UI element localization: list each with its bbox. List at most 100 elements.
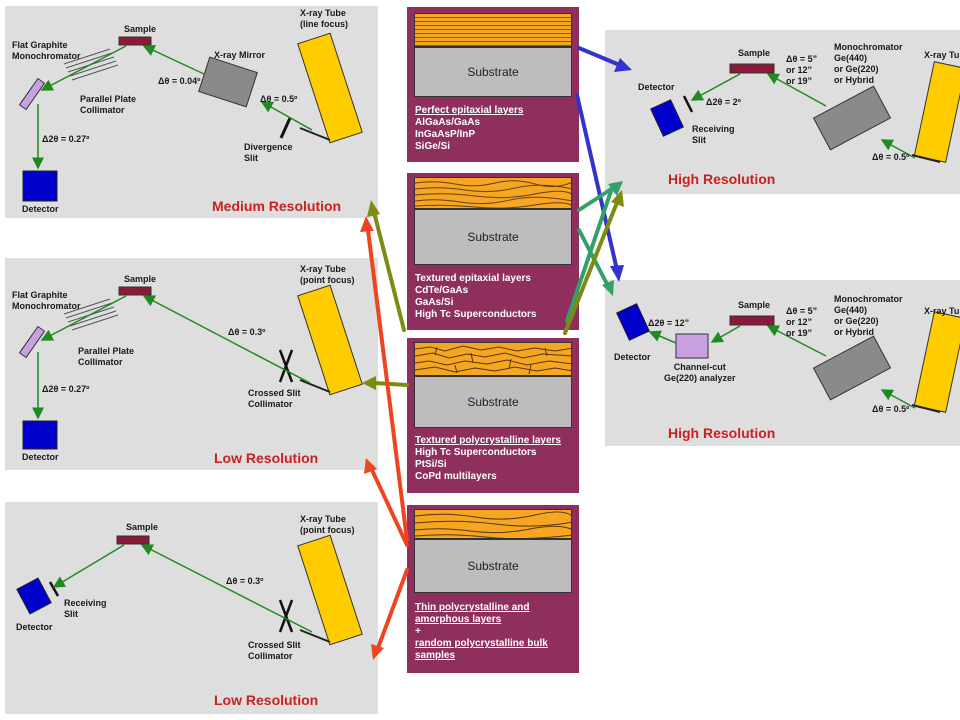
olive-arrowhead <box>362 376 376 390</box>
material-item: High Tc Superconductors <box>415 447 537 458</box>
high2-setup <box>616 303 960 413</box>
beam <box>32 295 311 420</box>
medium-resolution-title: Medium Resolution <box>212 198 342 214</box>
low2-detector-label: Detector <box>16 622 53 632</box>
low1-tube-label: X-ray Tube (point focus) <box>300 264 355 285</box>
olive-arrow-to-medium <box>372 210 406 332</box>
beam <box>648 325 916 409</box>
olive-arrowhead <box>611 190 624 207</box>
amorphous-layer-lines <box>415 511 571 538</box>
epitaxial-layer-stripes <box>414 13 572 47</box>
divergence-slit <box>279 117 292 139</box>
low2-tube-label: X-ray Tube (point focus) <box>300 514 355 535</box>
medium-setup <box>18 32 363 202</box>
low2-dtheta-label: Δθ = 0.3º <box>226 576 264 586</box>
material-item: + <box>415 626 421 637</box>
olive-arrowhead <box>367 200 380 217</box>
material-item: random polycrystalline bulk <box>415 638 548 649</box>
detector <box>650 99 684 137</box>
medium-dtheta-label: Δθ = 0.04º <box>158 76 201 86</box>
red-arrow-to-low2 <box>376 568 409 650</box>
low1-resolution-title: Low Resolution <box>214 450 319 466</box>
red-arrowhead <box>360 216 374 232</box>
tube-window <box>299 629 331 643</box>
medium-slit-label: Divergence Slit <box>244 142 293 163</box>
material-box-perfect: Substrate Perfect epitaxial layers AlGaA… <box>407 7 579 162</box>
xray-tube <box>297 32 363 144</box>
high2-resolution-title: High Resolution <box>668 425 776 441</box>
substrate-label: Substrate <box>467 230 519 244</box>
medium-mono-label: Flat Graphite Monochromator <box>12 40 81 61</box>
xray-tube <box>913 311 960 413</box>
high2-dtheta2-label: Δθ = 0.5º <box>872 404 910 414</box>
material-title: Perfect epitaxial layers <box>415 105 524 116</box>
low2-sample-label: Sample <box>126 522 159 532</box>
medium-sample-label: Sample <box>124 24 157 34</box>
material-item: AlGaAs/GaAs <box>415 117 481 128</box>
low2-recv-label: Receiving Slit <box>64 598 107 619</box>
high2-analyzer-label: Channel-cut Ge(220) analyzer <box>664 362 736 383</box>
blue-arrowhead <box>610 265 624 282</box>
medium-tube-label: X-ray Tube (line focus) <box>300 8 349 29</box>
tube-window <box>911 154 941 163</box>
material-box-textured-polycrystalline: Substrate Textured polycrystalline layer… <box>407 338 579 493</box>
high1-setup <box>650 61 960 163</box>
crossed-slit-collimator <box>278 349 294 383</box>
high1-dtheta2-label: Δθ = 0.5º <box>872 152 910 162</box>
material-item: CoPd multilayers <box>415 471 497 482</box>
teal-arrowhead <box>602 280 614 296</box>
detector <box>22 420 58 450</box>
grain-layer-lines <box>415 345 571 375</box>
material-item: SiGe/Si <box>415 141 451 152</box>
medium-detector-label: Detector <box>22 204 59 214</box>
receiving-slit <box>682 95 694 113</box>
low1-setup <box>18 284 363 450</box>
high1-detector-label: Detector <box>638 82 675 92</box>
substrate-label: Substrate <box>467 559 519 573</box>
high1-recv-label: Receiving Slit <box>692 124 735 145</box>
teal-line-from-high1 <box>565 183 615 323</box>
high1-mono-label: Monochromator Ge(440) or Ge(220) or Hybr… <box>834 42 903 85</box>
detector <box>616 303 650 341</box>
low-resolution-panel-2 <box>5 502 378 714</box>
detector <box>16 577 52 615</box>
sample <box>118 36 152 46</box>
low2-slit-label: Crossed Slit Collimator <box>248 640 301 661</box>
substrate-label: Substrate <box>467 65 519 79</box>
red-arrow-to-low1 <box>370 468 409 547</box>
red-arrowhead <box>364 458 377 474</box>
material-text: Perfect epitaxial layers AlGaAs/GaAs InG… <box>415 105 575 153</box>
graphite-monochromator <box>18 325 46 359</box>
material-title: Textured polycrystalline layers <box>415 435 561 446</box>
tube-window <box>911 404 941 413</box>
low2-setup <box>16 534 363 646</box>
sample <box>729 63 775 74</box>
low1-collimator-label: Parallel Plate Collimator <box>78 346 135 367</box>
tube-window <box>299 379 331 393</box>
material-item: GaAs/Si <box>415 297 454 308</box>
xray-tube <box>297 534 363 646</box>
low1-dtheta-label: Δθ = 0.3º <box>228 327 266 337</box>
xray-mirror <box>198 56 258 108</box>
material-title: amorphous layers <box>415 614 502 625</box>
xray-tube <box>913 61 960 163</box>
medium-mirror-label: X-ray Mirror <box>214 50 266 60</box>
medium-dtheta2-label: Δθ = 0.5º <box>260 94 298 104</box>
monochromator-crystal <box>812 85 892 151</box>
red-arrowhead <box>371 644 384 660</box>
sample <box>729 315 775 326</box>
low1-detector-label: Detector <box>22 452 59 462</box>
substrate-block: Substrate <box>414 47 572 97</box>
high1-dtheta-label: Δθ = 5” or 12” or 19” <box>786 54 818 86</box>
teal-arrow-to-high1 <box>577 186 615 212</box>
low1-d2theta-label: Δ2θ = 0.27º <box>42 384 90 394</box>
low1-mono-label: Flat Graphite Monochromator <box>12 290 81 311</box>
wavy-layer-lines <box>415 180 571 208</box>
material-text: Textured polycrystalline layers High Tc … <box>415 435 575 483</box>
sample <box>116 535 150 545</box>
olive-arrow-to-high1 <box>563 198 620 335</box>
material-box-textured-epitaxial: Substrate Textured epitaxial layers CdTe… <box>407 173 579 330</box>
red-arrow-to-medium <box>366 228 409 542</box>
beam <box>52 544 313 633</box>
